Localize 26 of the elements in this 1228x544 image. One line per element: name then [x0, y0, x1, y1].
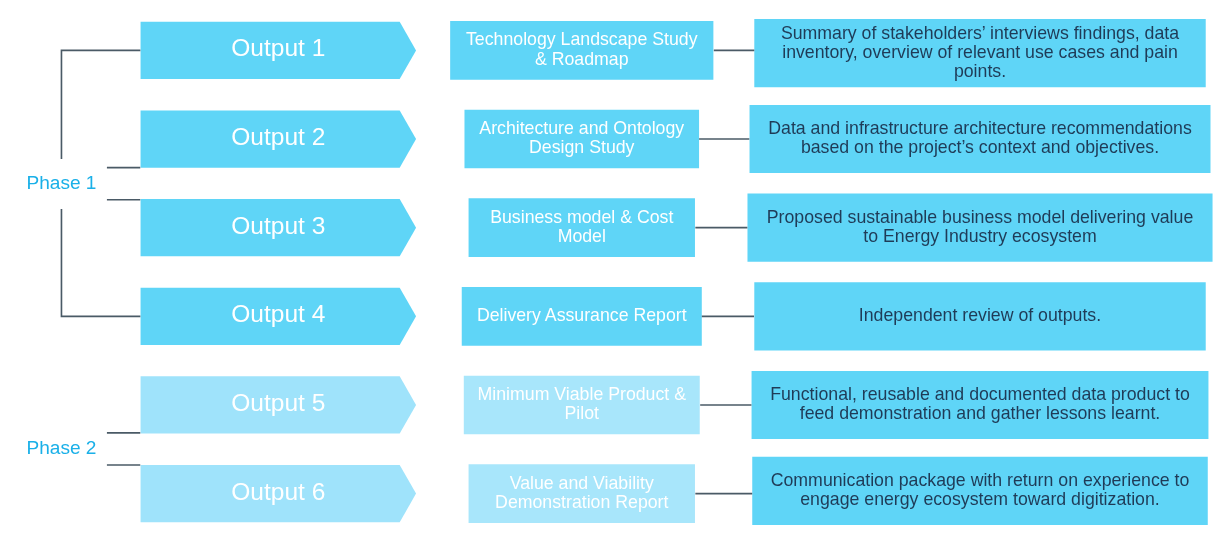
connector [697, 138, 750, 140]
node-box: Independent review of outputs. [753, 282, 1206, 351]
connector [712, 49, 755, 52]
node-box: Functional, reusable and documented data product to feed demonstration and gather lessons learnt. [751, 370, 1208, 440]
connector [698, 404, 752, 406]
node-box: Summary of stakeholders’ interviews findings, data inventory, overview of relevant use cases and pain points. [753, 19, 1206, 88]
node-box: Business model & Cost Model [468, 198, 695, 257]
node-box: Architecture and Ontology Design Study [464, 109, 699, 169]
node-text: Phase 1 [25, 172, 96, 194]
node-box: Minimum Viable Product & Pilot [463, 375, 700, 435]
node-box: Proposed sustainable business model delivering value to Energy Industry ecosystem [746, 193, 1213, 262]
node-box: Communication package with return on experience to engage energy ecosystem toward digitization. [751, 456, 1208, 525]
node-box: Value and Viability Demonstration Report [468, 464, 695, 523]
connector [694, 226, 748, 229]
connector [105, 166, 141, 169]
connector [700, 315, 755, 318]
connector [105, 464, 141, 466]
connector [105, 432, 141, 434]
node-text: Phase 2 [25, 436, 96, 458]
node-box: Technology Landscape Study & Roadmap [449, 21, 713, 80]
connector [105, 198, 141, 201]
connector [60, 49, 141, 160]
connector [60, 208, 141, 318]
node-box: Data and infrastructure architecture recommendations based on the project’s context and objectives. [749, 104, 1210, 174]
node-box: Delivery Assurance Report [461, 287, 702, 346]
connector [694, 492, 753, 495]
